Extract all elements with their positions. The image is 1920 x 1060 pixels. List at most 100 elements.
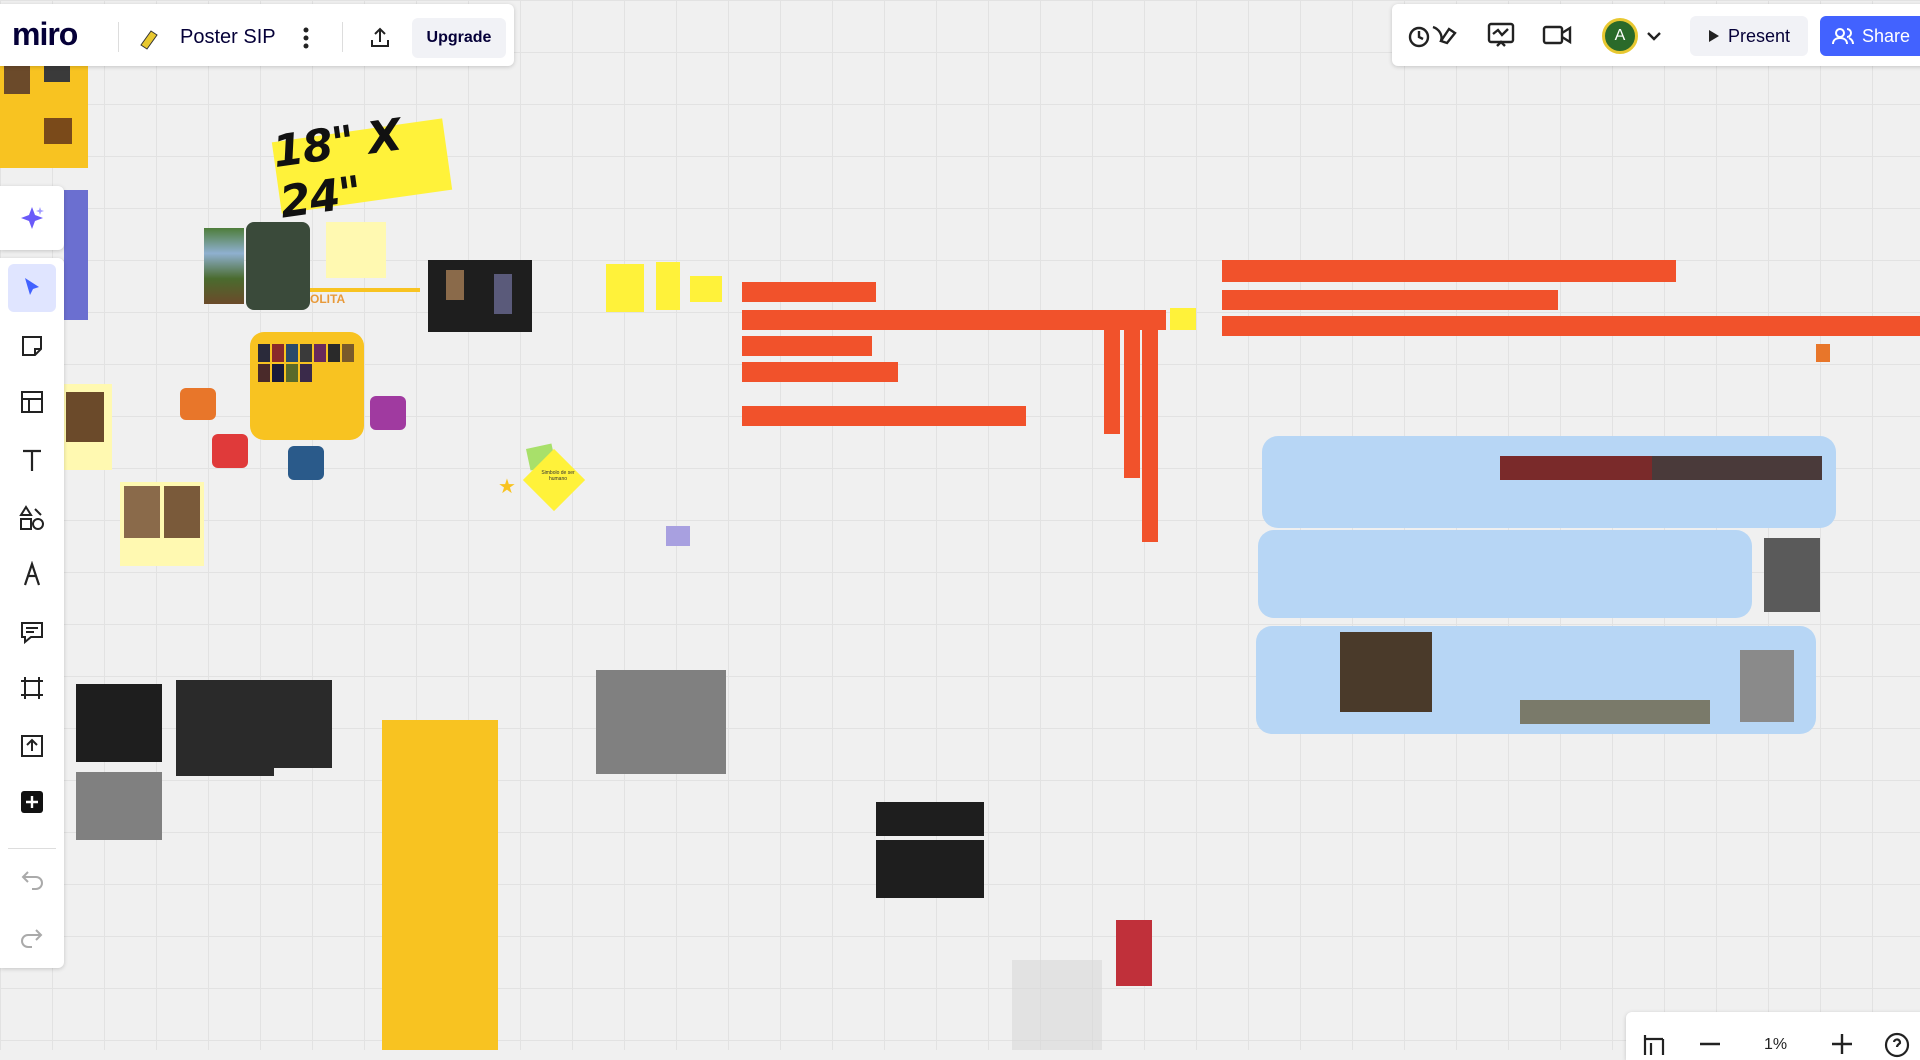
undo-icon[interactable] xyxy=(8,856,56,904)
orange-frame-row[interactable] xyxy=(742,336,872,356)
board-title[interactable]: Poster SIP xyxy=(180,26,276,48)
gray-poster-frame[interactable] xyxy=(596,670,726,774)
play-icon xyxy=(1708,30,1719,42)
orange-frame-row-right[interactable] xyxy=(1222,316,1920,336)
blue-shape[interactable] xyxy=(288,446,324,480)
more-vertical-icon[interactable] xyxy=(290,22,322,54)
red-black-grid[interactable] xyxy=(1116,920,1152,986)
blue-frame-thumbs xyxy=(1652,456,1822,480)
top-right-toolbar: A Present Share xyxy=(1392,4,1920,66)
avatar-initial: A xyxy=(1614,27,1626,44)
sticky-photo xyxy=(66,392,104,442)
purple-shape[interactable] xyxy=(370,396,406,430)
share-people-icon xyxy=(1832,28,1854,45)
dark-frame-posters[interactable] xyxy=(428,260,532,332)
gold-group-thumbs xyxy=(258,344,358,382)
orange-frame-column[interactable] xyxy=(1142,310,1158,542)
yellow-sticky-cluster[interactable] xyxy=(606,264,644,312)
activity-icon[interactable] xyxy=(1484,20,1518,50)
dark-frame-bottom-2[interactable] xyxy=(876,840,984,898)
yellow-sticky-cluster[interactable] xyxy=(690,276,722,302)
orange-frame-row[interactable] xyxy=(742,362,898,382)
sticky-photo xyxy=(124,486,160,538)
upgrade-label: Upgrade xyxy=(426,29,492,46)
frame-thumbnails xyxy=(44,64,70,82)
more-plus-icon[interactable] xyxy=(8,778,56,826)
text-icon[interactable] xyxy=(8,436,56,484)
ai-panel xyxy=(0,186,64,250)
orange-frame-row-right[interactable] xyxy=(1222,290,1558,310)
frame-icon[interactable] xyxy=(8,664,56,712)
pen-icon[interactable] xyxy=(8,550,56,598)
gold-tall-frame[interactable] xyxy=(382,720,498,1050)
blue-frame-thumbs xyxy=(1764,538,1820,612)
help-icon[interactable] xyxy=(1882,1030,1912,1060)
reactions-icon[interactable] xyxy=(1404,18,1466,52)
blue-frame-thumbs xyxy=(1500,456,1660,480)
sticky-photo xyxy=(164,486,200,538)
divider xyxy=(118,22,119,52)
dark-layout-frames[interactable] xyxy=(176,680,332,768)
size-label-sticker[interactable]: 18" X 24" xyxy=(270,110,453,228)
orange-frame-column[interactable] xyxy=(1124,310,1140,478)
video-icon[interactable] xyxy=(1540,20,1574,50)
zoom-level[interactable]: 1% xyxy=(1764,1036,1788,1053)
dark-frame-bottom[interactable] xyxy=(876,802,984,836)
red-shape[interactable] xyxy=(212,434,248,468)
upgrade-button[interactable]: Upgrade xyxy=(412,18,506,58)
present-label: Present xyxy=(1727,25,1791,46)
frame-thumbnails xyxy=(4,64,30,94)
upload-icon[interactable] xyxy=(8,722,56,770)
present-button[interactable]: Present xyxy=(1690,16,1808,56)
lavender-cluster[interactable] xyxy=(666,526,690,546)
central-sticky-text: Simbolo de ser humano xyxy=(541,470,575,482)
divider xyxy=(342,22,343,52)
photo-cutout[interactable] xyxy=(246,222,310,310)
purple-frame[interactable] xyxy=(64,190,88,320)
redo-icon[interactable] xyxy=(8,914,56,962)
miro-logo[interactable]: miro xyxy=(12,16,78,52)
zoom-in-button[interactable] xyxy=(1828,1030,1856,1058)
sticky-note[interactable] xyxy=(326,222,386,278)
gray-frame[interactable] xyxy=(76,772,162,840)
landscape-collage[interactable] xyxy=(204,228,244,304)
avatar[interactable]: A xyxy=(1602,18,1638,54)
shapes-icon[interactable] xyxy=(8,494,56,542)
orange-frame-column[interactable] xyxy=(1104,310,1120,434)
zoom-toolbar: 1% xyxy=(1626,1012,1920,1060)
orange-frame-row[interactable] xyxy=(742,282,876,302)
top-left-toolbar: miro Poster SIP Upgrade xyxy=(0,4,514,66)
board-icon[interactable] xyxy=(134,24,164,54)
yellow-line xyxy=(310,288,420,292)
fit-view-icon[interactable] xyxy=(1640,1030,1668,1058)
orange-frame-row-right[interactable] xyxy=(1222,260,1676,282)
dark-poster-grid[interactable] xyxy=(76,684,162,762)
blue-frame-1[interactable] xyxy=(1262,436,1836,528)
orange-frame-row[interactable] xyxy=(742,310,1166,330)
blue-frame-thumbs xyxy=(1740,650,1794,722)
gray-thumb-row xyxy=(1520,700,1710,724)
zoom-out-button[interactable] xyxy=(1696,1030,1724,1058)
orange-shape[interactable] xyxy=(180,388,216,420)
comment-icon[interactable] xyxy=(8,608,56,656)
sticky-note-icon[interactable] xyxy=(8,322,56,370)
dark-layout-frames[interactable] xyxy=(176,758,274,776)
blue-frame-2[interactable] xyxy=(1258,530,1752,618)
star-shape[interactable]: ★ xyxy=(498,476,516,498)
ai-sparkle-icon[interactable] xyxy=(8,194,56,242)
size-label-text: 18" X 24" xyxy=(269,109,404,229)
partial-text: OLITA xyxy=(310,292,346,306)
yellow-sticky[interactable] xyxy=(1170,308,1196,330)
blue-frame-thumbs xyxy=(1340,632,1432,712)
chevron-down-icon[interactable] xyxy=(1642,24,1666,48)
template-icon[interactable] xyxy=(8,378,56,426)
share-button[interactable]: Share xyxy=(1820,16,1920,56)
select-cursor-icon[interactable] xyxy=(8,264,56,312)
scattered-thumbs xyxy=(1012,960,1102,1050)
divider xyxy=(8,848,56,849)
orange-frame-row[interactable] xyxy=(742,406,1026,426)
small-orange-poster[interactable] xyxy=(1816,344,1830,362)
upload-export-icon[interactable] xyxy=(362,22,398,54)
yellow-sticky-cluster[interactable] xyxy=(656,262,680,310)
